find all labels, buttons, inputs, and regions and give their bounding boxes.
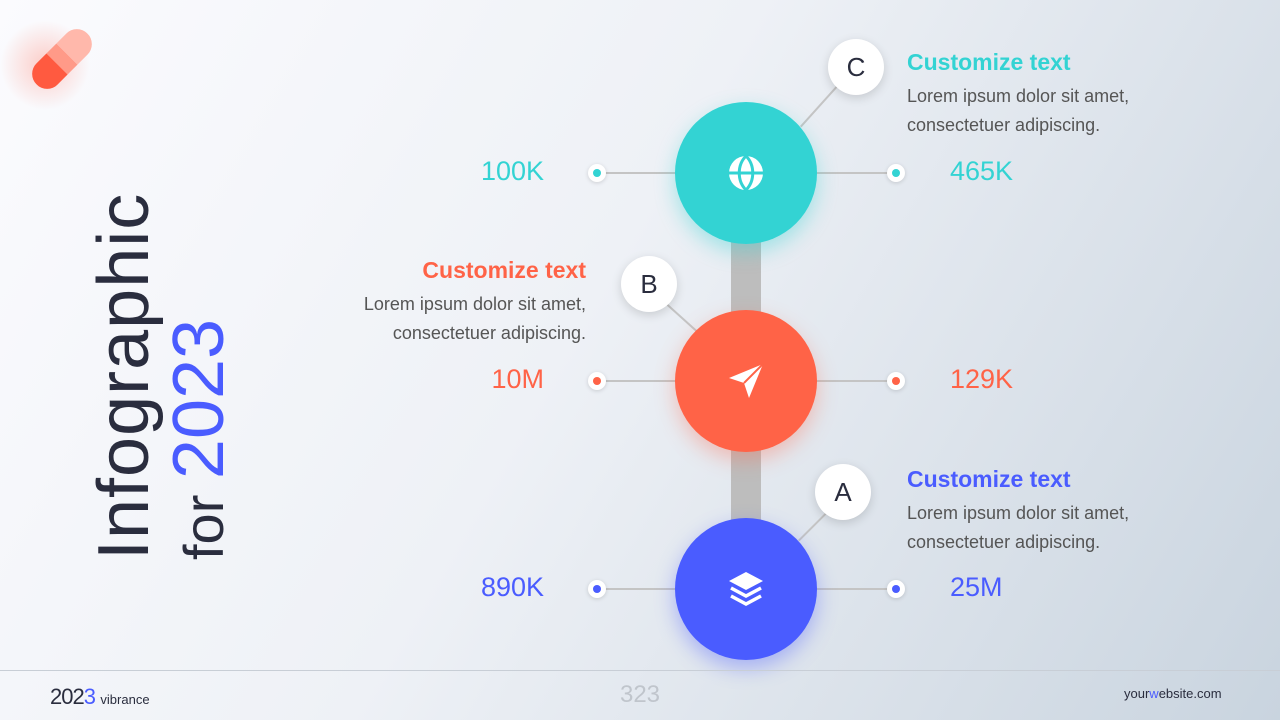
step-a-circle: [675, 518, 817, 660]
letter-badge-a: A: [815, 464, 871, 520]
left-value: 890K: [480, 572, 544, 602]
right-value: 129K: [950, 364, 1014, 394]
dot: [887, 372, 905, 390]
step-text: consectetuer adipiscing.: [907, 115, 1101, 135]
left-value: 100K: [480, 156, 544, 186]
step-text: Lorem ipsum dolor sit amet,: [907, 503, 1130, 523]
dot: [887, 164, 905, 182]
step-text: Lorem ipsum dolor sit amet,: [907, 86, 1130, 106]
brand-year: 202: [50, 684, 85, 709]
letter-connector: [798, 511, 828, 542]
letter-badge-b: B: [621, 256, 677, 312]
dot: [588, 580, 606, 598]
title-infographic: Infographic: [84, 192, 164, 560]
website-link[interactable]: yourwebsite.com: [1124, 686, 1222, 701]
step-text: Lorem ipsum dolor sit amet,: [363, 294, 586, 314]
dot: [588, 372, 606, 390]
step-heading: Customize text: [422, 257, 586, 283]
step-b-circle: [675, 310, 817, 452]
letter-connector: [800, 81, 842, 128]
title-year: 2023: [159, 318, 239, 480]
step-text: consectetuer adipiscing.: [392, 323, 586, 343]
site-accent: w: [1149, 686, 1159, 701]
footer-brand: 2023 vibrance: [50, 684, 150, 710]
globe-icon: [729, 154, 763, 192]
step-heading: Customize text: [907, 466, 1071, 492]
site-part: your: [1124, 686, 1150, 701]
site-part: ebsite.com: [1158, 686, 1222, 701]
brand-year-accent: 3: [83, 684, 96, 709]
footer-divider: [0, 670, 1280, 671]
right-value: 465K: [950, 156, 1014, 186]
brand-name: vibrance: [100, 692, 150, 707]
step-text: consectetuer adipiscing.: [907, 532, 1101, 552]
right-value: 25M: [950, 572, 1003, 602]
dot: [887, 580, 905, 598]
step-heading: Customize text: [907, 49, 1071, 75]
title-for: for: [172, 494, 235, 560]
step-c-circle: [675, 102, 817, 244]
slide-title: Infographic for 2023: [84, 0, 239, 560]
dot: [588, 164, 606, 182]
layers-icon: [729, 572, 763, 606]
letter-badge-c: C: [828, 39, 884, 95]
left-value: 10M: [491, 364, 544, 394]
send-icon: [729, 363, 764, 398]
page-number: 323: [619, 681, 661, 708]
